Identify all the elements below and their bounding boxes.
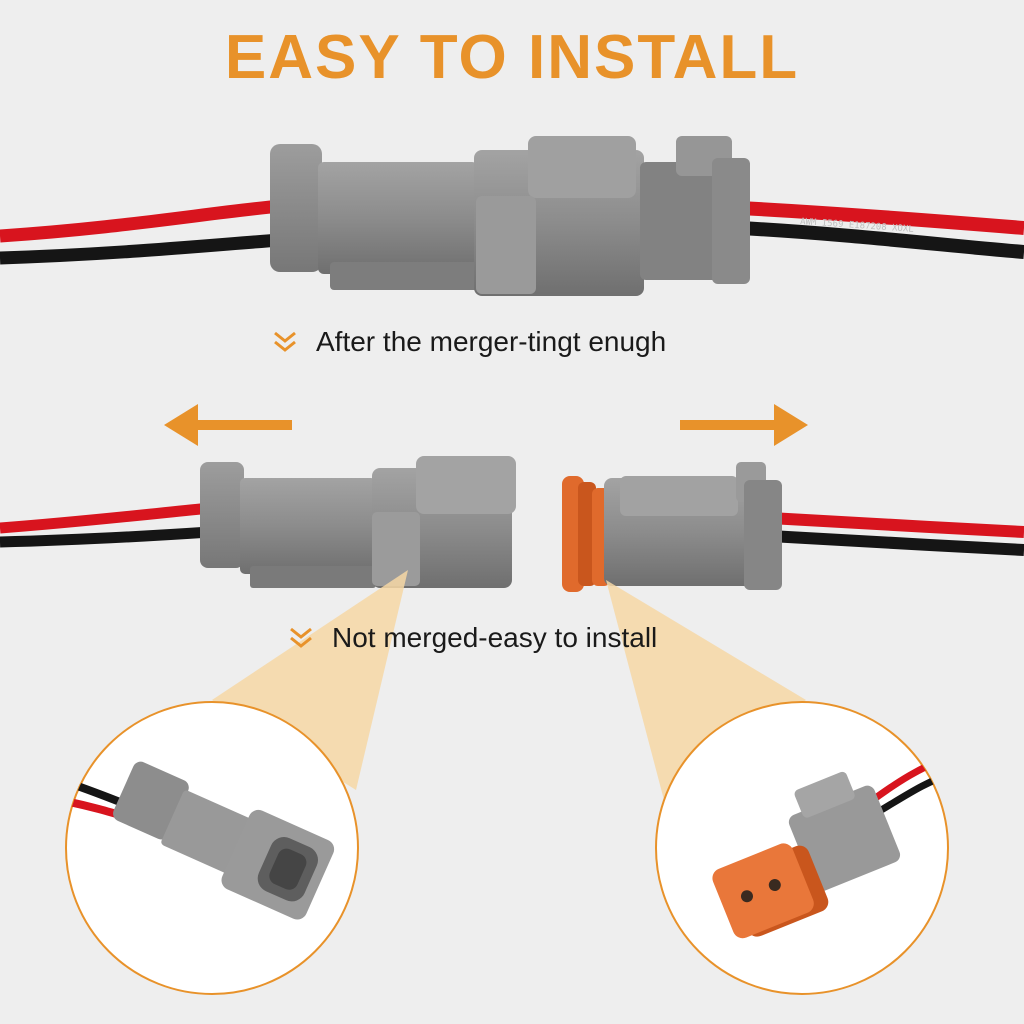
arrow-left-icon	[164, 404, 292, 446]
caption-unmerged-text: Not merged-easy to install	[332, 622, 658, 653]
zoom-beam-left	[212, 570, 408, 790]
merged-connector: AWM I569 E187208 XOXL	[0, 136, 1024, 296]
male-detail-circle	[65, 701, 359, 995]
chevron-down-icon	[274, 331, 296, 352]
caption-merged: After the merger-tingt enugh	[272, 326, 666, 358]
male-connector	[0, 456, 516, 588]
caption-unmerged: Not merged-easy to install	[288, 622, 657, 654]
female-detail-circle	[655, 701, 949, 995]
chevron-down-icon	[290, 627, 312, 648]
female-connector	[562, 462, 1024, 592]
zoom-beam-right	[606, 580, 806, 800]
page-title: EASY TO INSTALL	[224, 23, 800, 92]
caption-merged-text: After the merger-tingt enugh	[316, 326, 667, 357]
arrow-right-icon	[680, 404, 808, 446]
